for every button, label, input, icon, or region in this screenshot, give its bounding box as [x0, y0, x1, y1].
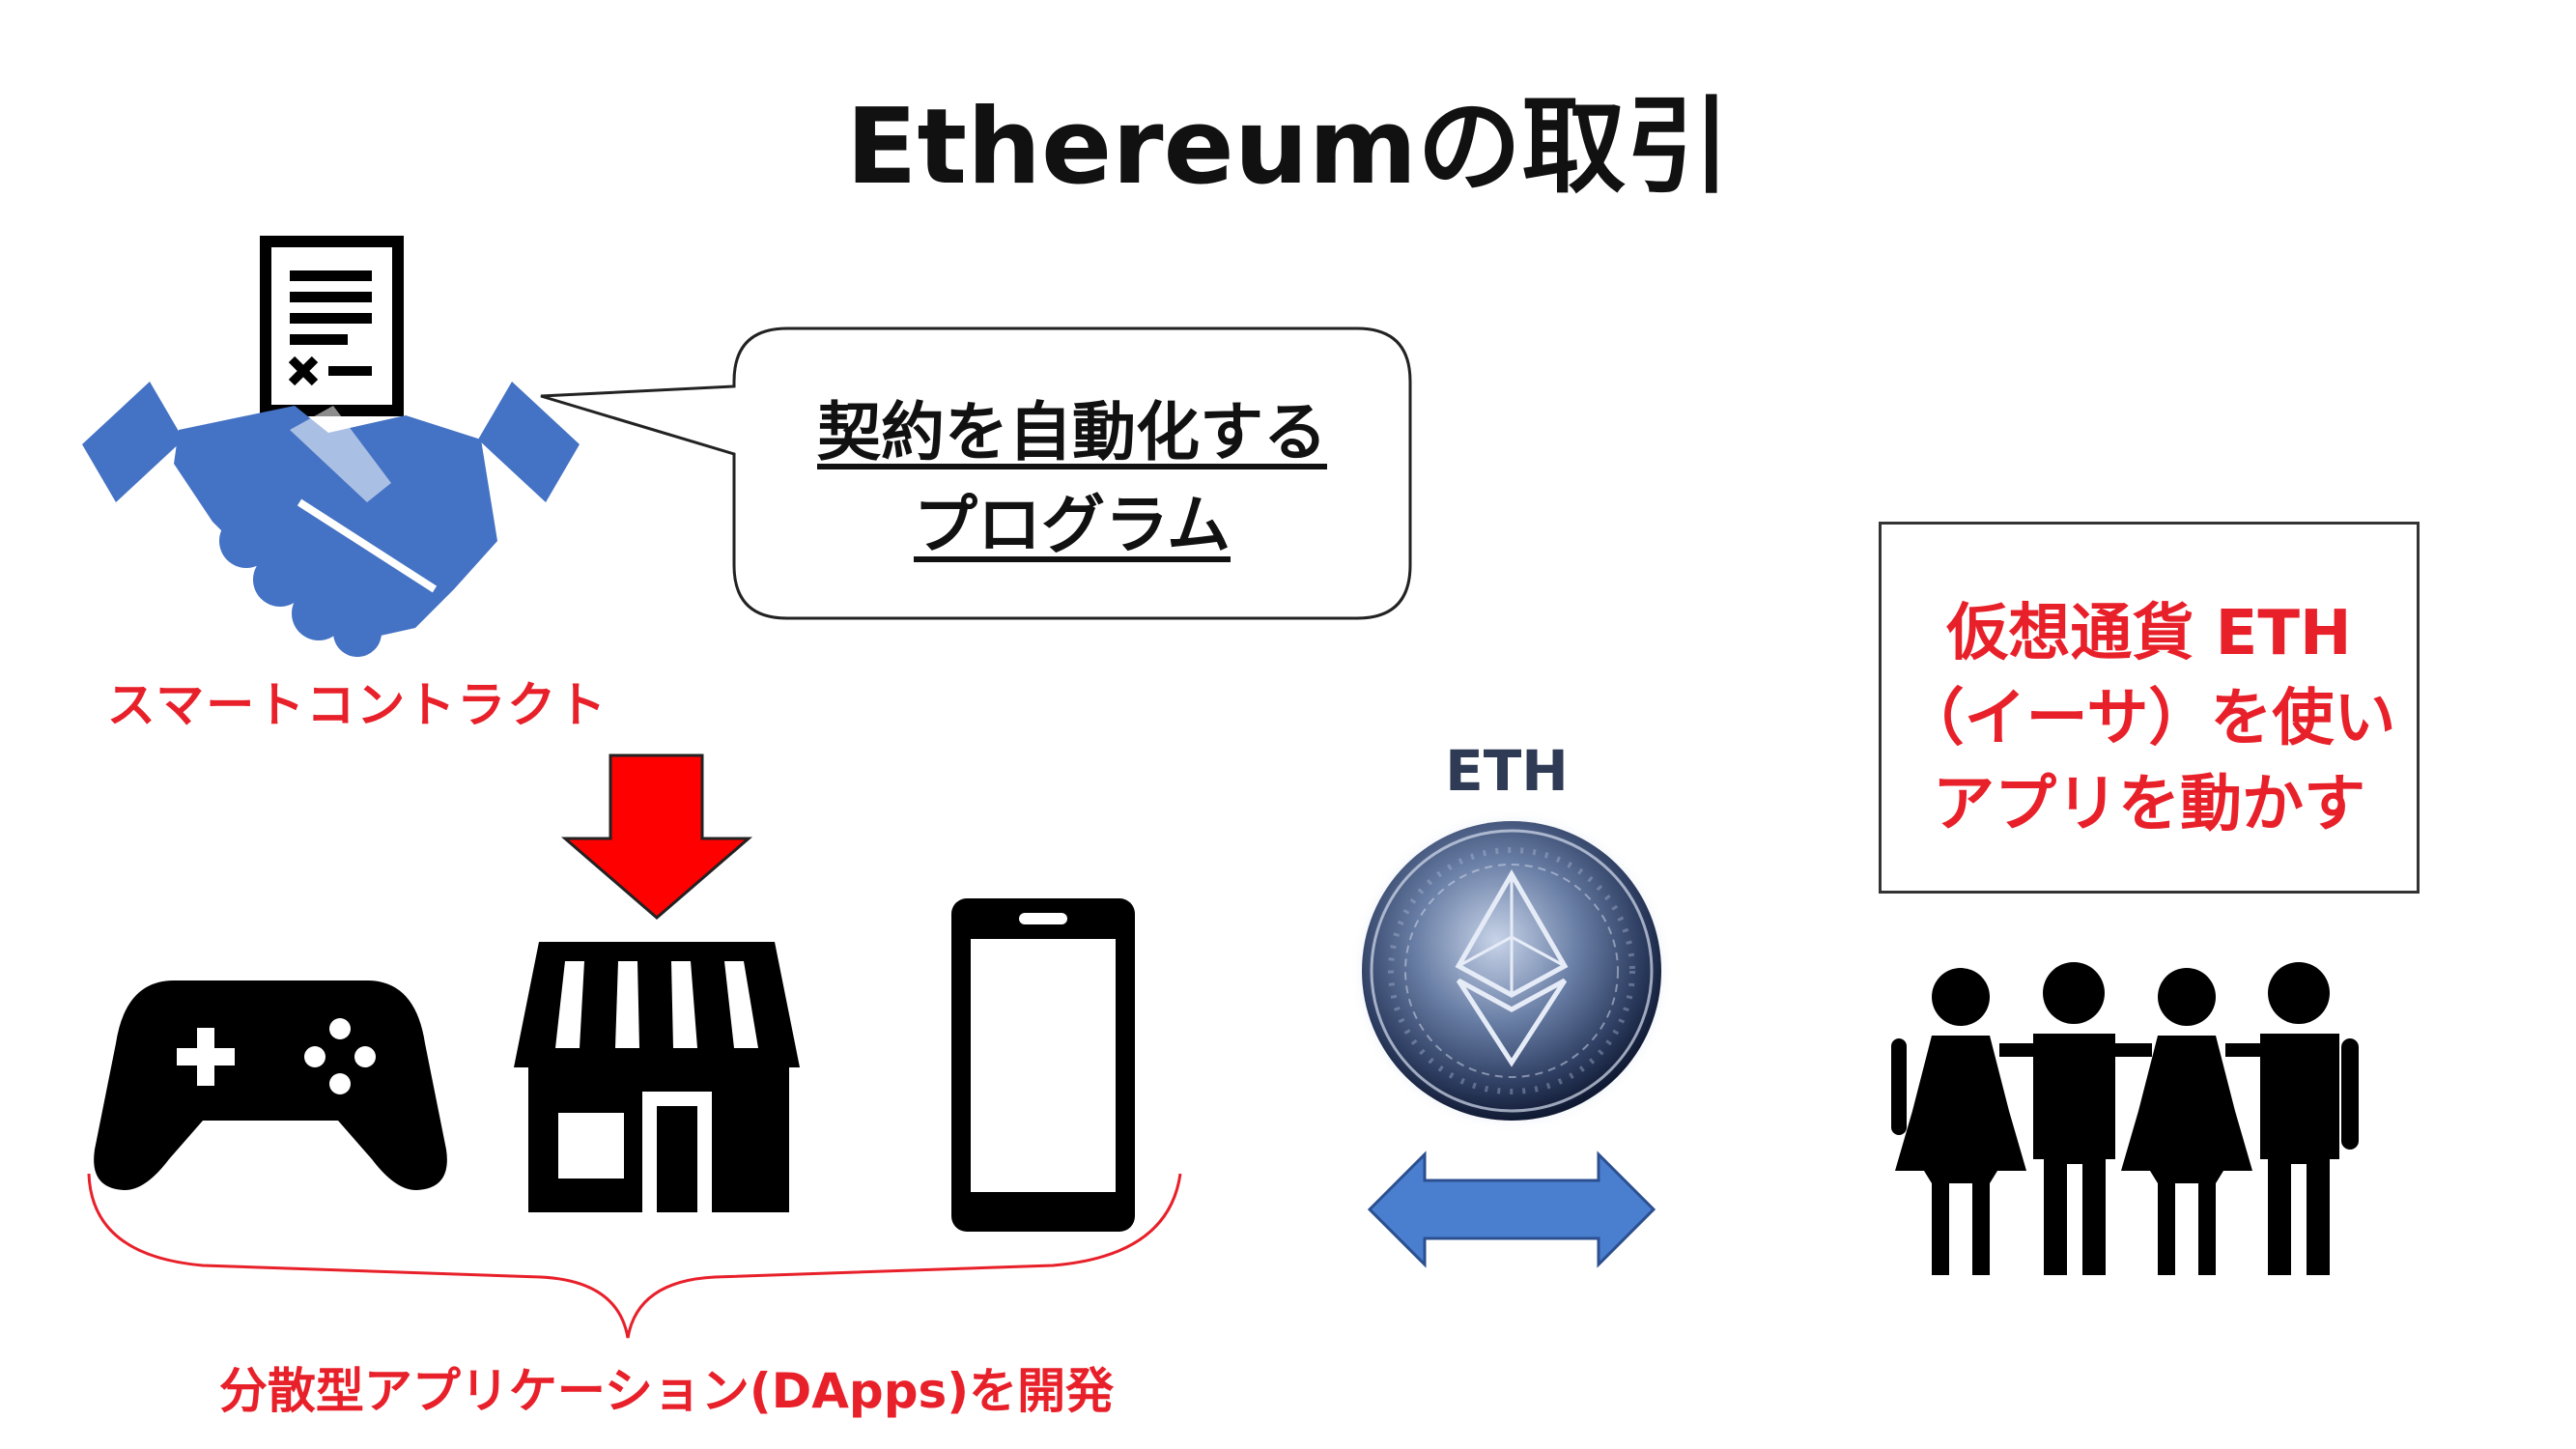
- bubble-line: プログラム: [913, 487, 1231, 562]
- page-title: Ethereumの取引: [845, 87, 1731, 208]
- smart-contract-label: スマートコントラクト: [106, 677, 609, 733]
- handshake-icon: [82, 382, 580, 657]
- dapps-brace: [87, 1173, 1182, 1339]
- speech-bubble: [540, 327, 1412, 620]
- eth-info-box: [1879, 522, 2420, 894]
- ethereum-coin-icon: [1349, 809, 1674, 1133]
- smartphone-icon: [951, 898, 1135, 1232]
- eth-info-line: 仮想通貨 ETH: [1946, 598, 2352, 669]
- store-icon: [514, 942, 800, 1212]
- bubble-line: 契約を自動化する: [817, 395, 1327, 469]
- gamepad-icon: [94, 980, 447, 1191]
- dapps-label: 分散型アプリケーション(DApps)を開発: [218, 1363, 1115, 1419]
- eth-info-line: （イーサ）を使い: [1902, 683, 2396, 755]
- people-icon: [1891, 962, 2359, 1275]
- document-icon: [260, 236, 404, 416]
- eth-info-line: アプリを動かす: [1933, 768, 2365, 840]
- eth-info-text: 仮想通貨 ETH （イーサ）を使い アプリを動かす: [1879, 591, 2420, 847]
- double-arrow-icon: [1367, 1151, 1656, 1268]
- eth-label: ETH: [1445, 738, 1569, 804]
- bubble-text: 契約を自動化する プログラム: [734, 386, 1410, 571]
- red-down-arrow-icon: [560, 753, 753, 920]
